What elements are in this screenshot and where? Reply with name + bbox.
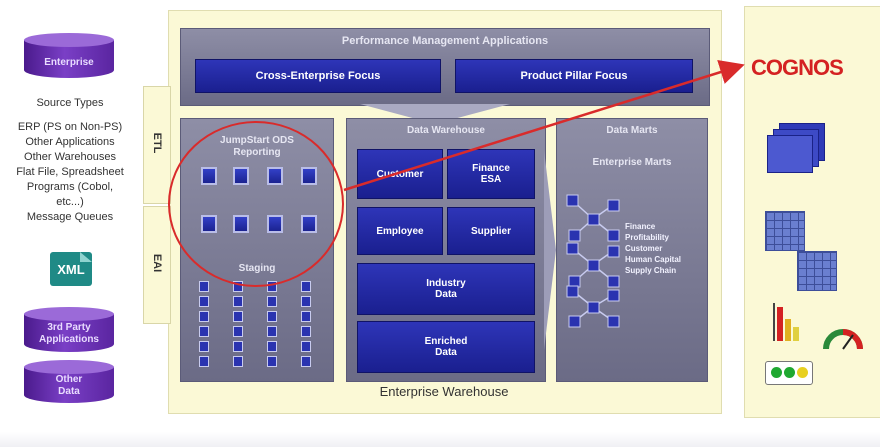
enterprise-label: Enterprise xyxy=(44,57,94,68)
staging-block xyxy=(233,341,243,352)
mart-item: Supply Chain xyxy=(625,266,677,275)
source-type-item: etc...) xyxy=(56,196,84,208)
enriched-line1: Enriched xyxy=(424,336,468,347)
industry-line2: Data xyxy=(435,289,457,300)
eai-tab: EAI xyxy=(143,206,171,324)
performance-management-panel: Performance Management Applications Cros… xyxy=(180,28,710,106)
source-type-item: Flat File, Spreadsheet xyxy=(16,166,124,178)
staging-block xyxy=(267,341,277,352)
data-marts-title: Data Marts xyxy=(606,125,658,136)
source-type-item: Message Queues xyxy=(26,211,114,223)
supplier-block: Supplier xyxy=(447,207,535,255)
employee-block: Employee xyxy=(357,207,443,255)
enterprise-marts-subtitle: Enterprise Marts xyxy=(592,157,672,168)
gauge-icon xyxy=(823,329,863,350)
staging-block xyxy=(301,341,311,352)
mart-item: Customer xyxy=(625,244,663,253)
source-type-item: ERP (PS on Non-PS) xyxy=(17,121,123,133)
finance-esa-line2: ESA xyxy=(480,174,502,185)
industry-data-block: Industry Data xyxy=(357,263,535,315)
staging-block xyxy=(301,356,311,367)
mart-list: Finance Profitability Customer Human Cap… xyxy=(625,221,709,276)
staging-block xyxy=(199,326,209,337)
source-type-item: Other Applications xyxy=(25,136,115,148)
other-data-label-line2: Data xyxy=(58,386,80,397)
industry-line1: Industry xyxy=(426,278,466,289)
mart-item: Finance xyxy=(625,222,656,231)
etl-tab: ETL xyxy=(143,86,171,204)
mart-item: Human Capital xyxy=(625,255,682,264)
mart-item: Profitability xyxy=(625,233,670,242)
staging-block xyxy=(267,356,277,367)
product-pillar-focus-block: Product Pillar Focus xyxy=(455,59,693,93)
xml-file-icon: XML xyxy=(50,252,92,286)
staging-block xyxy=(199,281,209,292)
staging-block xyxy=(233,296,243,307)
performance-management-title: Performance Management Applications xyxy=(341,35,549,47)
enriched-line2: Data xyxy=(435,347,457,358)
customer-block: Customer xyxy=(357,149,443,199)
source-types-list: ERP (PS on Non-PS) Other Applications Ot… xyxy=(0,120,140,225)
highlight-circle xyxy=(168,121,344,287)
staging-block xyxy=(267,326,277,337)
source-types-title: Source Types xyxy=(36,97,104,109)
other-data-label-line1: Other xyxy=(55,374,83,385)
staging-block xyxy=(233,356,243,367)
reporting-tools-panel: COGNOS xyxy=(744,6,880,418)
source-type-item: Other Warehouses xyxy=(24,151,116,163)
staging-block xyxy=(199,356,209,367)
staging-block xyxy=(267,296,277,307)
enterprise-warehouse-caption: Enterprise Warehouse xyxy=(379,384,509,399)
staging-block xyxy=(301,296,311,307)
third-party-label-line1: 3rd Party xyxy=(47,322,91,333)
staging-block xyxy=(233,326,243,337)
source-type-item: Programs (Cobol, xyxy=(26,181,114,193)
data-warehouse-panel: Data Warehouse Customer Finance ESA Empl… xyxy=(346,118,546,382)
cross-enterprise-focus-block: Cross-Enterprise Focus xyxy=(195,59,441,93)
staging-block xyxy=(301,281,311,292)
bottom-strip xyxy=(0,432,880,447)
data-warehouse-title: Data Warehouse xyxy=(407,125,485,136)
staging-block xyxy=(199,311,209,322)
cognos-logo: COGNOS xyxy=(751,55,844,80)
staging-block xyxy=(301,311,311,322)
xml-label: XML xyxy=(57,262,85,277)
staging-block xyxy=(199,341,209,352)
mart-network-icon xyxy=(566,194,620,328)
third-party-label-line2: Applications xyxy=(38,334,99,345)
traffic-light-icon xyxy=(765,361,813,385)
data-marts-panel: Data Marts Enterprise Marts Finance Prof… xyxy=(556,118,708,382)
finance-esa-block: Finance ESA xyxy=(447,149,535,199)
staging-block xyxy=(233,311,243,322)
staging-block xyxy=(199,296,209,307)
finance-esa-line1: Finance xyxy=(472,163,510,174)
staging-block xyxy=(267,311,277,322)
enriched-data-block: Enriched Data xyxy=(357,321,535,373)
staging-block xyxy=(301,326,311,337)
